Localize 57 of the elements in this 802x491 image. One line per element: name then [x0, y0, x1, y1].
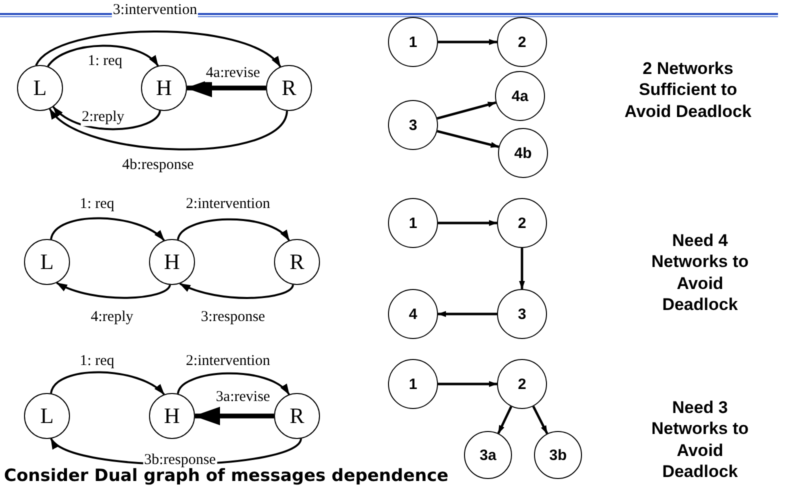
arrow: [519, 248, 525, 290]
arrow: [438, 39, 498, 45]
caption-text: Consider Dual graph of messages dependence: [4, 466, 448, 486]
message-node: L: [24, 239, 70, 285]
message-node: R: [266, 65, 312, 111]
message-node: 4: [388, 289, 438, 339]
message-node: 3b: [534, 431, 582, 479]
arrow: [177, 372, 290, 396]
edge-label: 1: req: [78, 197, 116, 213]
edge-label: 3:response: [200, 310, 266, 326]
arrow: [438, 311, 497, 317]
message-node: H: [149, 239, 195, 285]
arrow: [48, 108, 288, 150]
edge-label: 3b:response: [143, 453, 217, 469]
edge-label: 1: req: [78, 354, 116, 370]
edge-label: 4b:response: [121, 158, 195, 174]
message-node: 1: [388, 198, 438, 248]
arrow: [438, 220, 498, 226]
arrow: [436, 130, 500, 148]
edge-label: 2:reply: [80, 110, 126, 126]
arrow: [50, 371, 165, 396]
arrow: [186, 78, 266, 98]
edge-label: 4:reply: [90, 310, 134, 326]
edge-label: 4a:revise: [204, 66, 262, 82]
message-node: 2: [497, 17, 547, 67]
message-node: H: [141, 65, 187, 111]
message-node: R: [274, 393, 320, 439]
arrow: [56, 282, 171, 299]
arrow: [35, 30, 282, 68]
message-node: H: [149, 393, 195, 439]
arrow: [532, 406, 548, 434]
arrow: [497, 406, 512, 434]
arrow: [177, 218, 290, 242]
edge-label: 3:intervention: [112, 3, 198, 19]
message-node: 3: [388, 100, 438, 150]
message-node: 1: [388, 359, 438, 409]
message-node: 2: [497, 198, 547, 248]
note-text: 2 Networks Sufficient to Avoid Deadlock: [624, 58, 752, 122]
message-node: 3: [497, 289, 547, 339]
arrow: [436, 101, 496, 120]
arrow: [47, 44, 159, 68]
note-text: Need 4 Networks to Avoid Deadlock: [650, 230, 750, 315]
arrow: [194, 406, 274, 426]
arrow: [52, 106, 161, 130]
arrow: [438, 381, 498, 387]
message-node: 4b: [498, 128, 548, 178]
note-text: Need 3 Networks to Avoid Deadlock: [650, 397, 750, 482]
edge-label: 1: req: [86, 54, 124, 70]
message-node: 4a: [495, 71, 545, 121]
message-node: L: [24, 393, 70, 439]
arrow: [179, 282, 294, 299]
message-node: R: [274, 239, 320, 285]
message-node: L: [17, 65, 63, 111]
message-node: 2: [497, 359, 547, 409]
message-node: 3a: [464, 431, 512, 479]
message-node: 1: [388, 17, 438, 67]
arrow: [50, 217, 165, 242]
